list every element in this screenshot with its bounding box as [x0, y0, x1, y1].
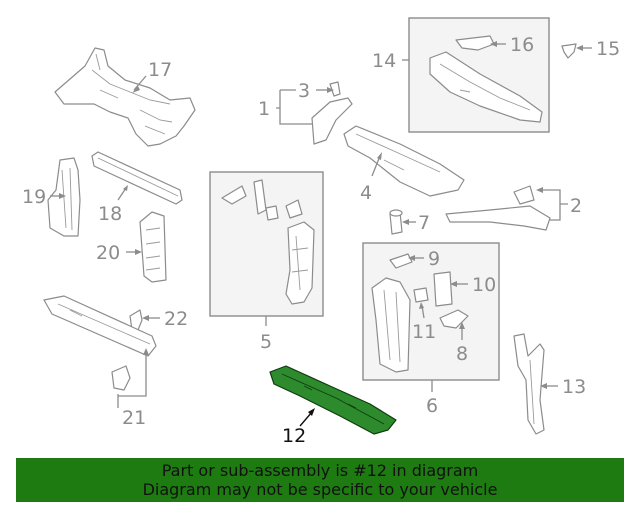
callout-13[interactable]: 13	[562, 376, 586, 398]
part-15-shape	[561, 43, 577, 59]
part-12-shape	[269, 365, 397, 435]
part-6-shape	[371, 253, 469, 373]
leader-21	[117, 352, 147, 408]
callout-2[interactable]: 2	[570, 195, 582, 217]
callout-16[interactable]: 16	[510, 34, 534, 56]
banner-line-disclaimer: Diagram may not be specific to your vehi…	[142, 480, 498, 499]
part-2-shape	[445, 185, 551, 231]
leader-12	[299, 411, 313, 427]
part-7-shape	[389, 209, 403, 235]
part-14-shape	[429, 35, 543, 123]
callout-22[interactable]: 22	[164, 308, 188, 330]
callout-17[interactable]: 17	[148, 59, 172, 81]
part-9-shape	[389, 253, 413, 269]
part-18-shape	[91, 151, 183, 205]
leader-1	[276, 89, 312, 125]
parts-diagram: 17 19 18 20 22 21 3 1 4 2 7 14 16 15 5 6…	[22, 17, 620, 447]
callout-9[interactable]: 9	[428, 248, 440, 270]
part-13-shape	[513, 333, 545, 435]
info-banner: Part or sub-assembly is #12 in diagram D…	[16, 458, 624, 502]
part-16-shape	[455, 35, 495, 51]
part-11-shape	[413, 287, 429, 303]
part-1-shape	[311, 81, 353, 145]
part-10-shape	[433, 271, 453, 307]
leader-4	[371, 155, 381, 177]
part-5-shape	[221, 179, 315, 305]
leader-17	[133, 75, 147, 91]
banner-line-part: Part or sub-assembly is #12 in diagram	[161, 461, 479, 480]
callout-6[interactable]: 6	[426, 395, 438, 417]
callout-1[interactable]: 1	[258, 98, 270, 120]
callout-4[interactable]: 4	[360, 182, 372, 204]
part-17-shape	[54, 47, 196, 147]
callout-20[interactable]: 20	[96, 242, 120, 264]
part-4-shape	[343, 125, 465, 197]
callout-21[interactable]: 21	[122, 407, 146, 429]
callout-3[interactable]: 3	[298, 80, 310, 102]
callout-14[interactable]: 14	[372, 50, 396, 72]
callout-18[interactable]: 18	[98, 203, 122, 225]
callout-12[interactable]: 12	[282, 425, 306, 447]
leader-18	[117, 187, 127, 201]
callout-11[interactable]: 11	[412, 321, 436, 343]
leader-2	[540, 189, 568, 221]
callout-10[interactable]: 10	[472, 274, 496, 296]
part-21-shape	[111, 365, 131, 391]
part-21-tray-shape	[43, 295, 157, 357]
callout-15[interactable]: 15	[596, 38, 620, 60]
part-20-shape	[139, 211, 167, 283]
callout-5[interactable]: 5	[260, 331, 272, 353]
callout-19[interactable]: 19	[22, 186, 46, 208]
callout-8[interactable]: 8	[456, 343, 468, 365]
callout-7[interactable]: 7	[418, 212, 430, 234]
part-19-shape	[47, 157, 81, 237]
